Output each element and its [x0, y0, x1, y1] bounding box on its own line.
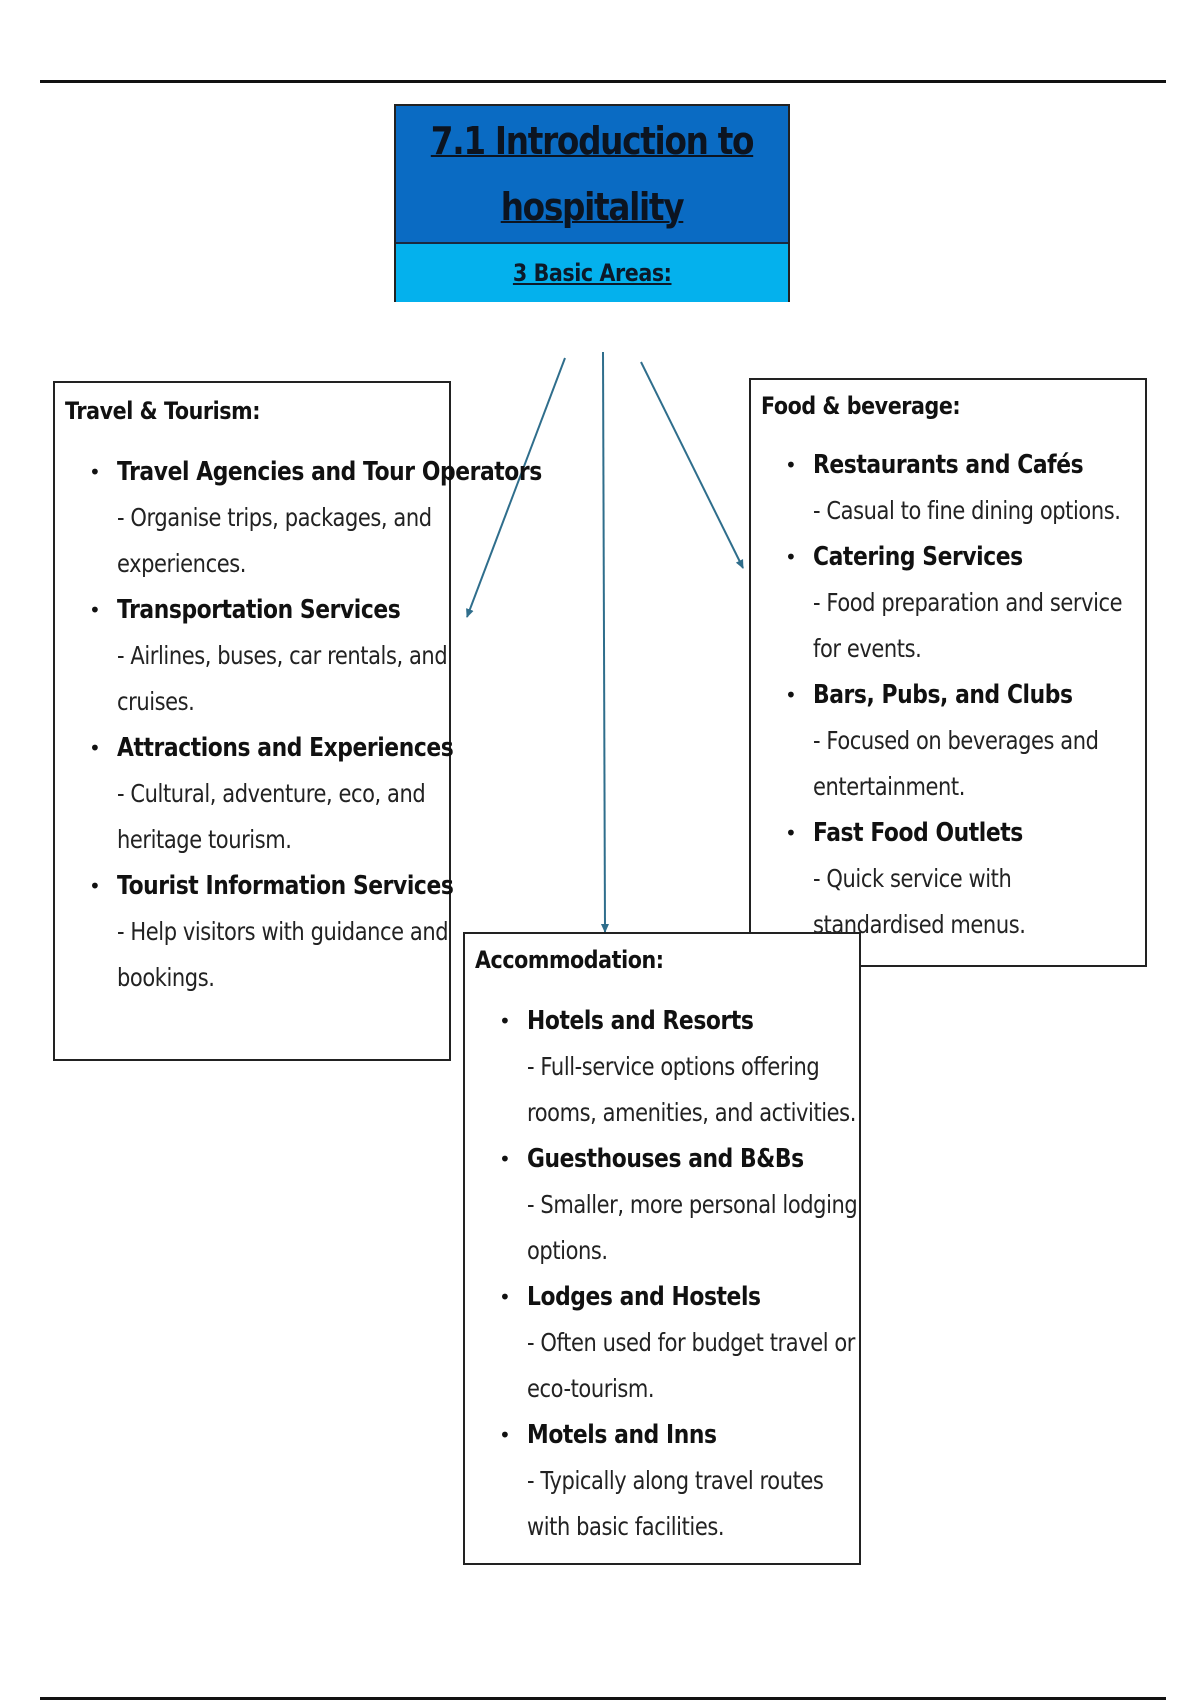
travel-list: • Travel Agencies and Tour Operators - Org…	[65, 449, 542, 1001]
item-desc: - Focused on beverages and entertainment…	[813, 726, 1099, 801]
travel-tourism-box: Travel & Tourism: • Travel Agencies and T…	[53, 381, 542, 1061]
list-item: • Fast Food Outlets - Quick service with s…	[761, 810, 1145, 948]
list-item: • Attractions and Experiences - Cultural, …	[65, 725, 454, 863]
list-item: • Bars, Pubs, and Clubs - Focused on bever…	[761, 672, 1145, 810]
bullet-icon: •	[499, 1285, 511, 1309]
accommodation-box: Accommodation: • Hotels and Resorts - Full…	[463, 932, 861, 1565]
item-title: Fast Food Outlets	[813, 818, 1023, 848]
bullet-icon: •	[499, 1423, 511, 1447]
item-desc: - Organise trips, packages, and experien…	[117, 503, 432, 578]
list-item: • Hotels and Resorts - Full-service option…	[475, 998, 859, 1136]
bullet-icon: •	[89, 460, 101, 484]
item-title: Restaurants and Cafés	[813, 450, 1084, 480]
list-item: • Guesthouses and B&Bs - Smaller, more per…	[475, 1136, 859, 1274]
item-title: Guesthouses and B&Bs	[527, 1144, 804, 1174]
arrow-to-food	[640, 361, 744, 569]
item-desc: - Airlines, buses, car rentals, and crui…	[117, 641, 448, 716]
item-desc: - Cultural, adventure, eco, and heritage…	[117, 779, 426, 854]
item-desc: - Quick service with standardised menus.	[813, 864, 1026, 939]
accommodation-heading: Accommodation:	[475, 946, 664, 974]
item-title: Hotels and Resorts	[527, 1006, 754, 1036]
item-title: Transportation Services	[117, 595, 401, 625]
top-rule	[40, 80, 1166, 83]
bullet-icon: •	[89, 598, 101, 622]
list-item: • Transportation Services - Airlines, buse…	[65, 587, 449, 725]
item-desc: - Typically along travel routes with bas…	[527, 1466, 824, 1541]
bullet-icon: •	[499, 1147, 511, 1171]
page-title: 7.1 Introduction to hospitality	[430, 119, 755, 229]
food-beverage-box: Food & beverage: • Restaurants and Cafés -…	[749, 378, 1147, 967]
bullet-icon: •	[785, 821, 797, 845]
item-title: Bars, Pubs, and Clubs	[813, 680, 1073, 710]
list-item: • Motels and Inns - Typically along travel…	[475, 1412, 859, 1550]
bullet-icon: •	[785, 683, 797, 707]
list-item: • Lodges and Hostels - Often used for budg…	[475, 1274, 859, 1412]
item-title: Motels and Inns	[527, 1420, 717, 1450]
item-title: Tourist Information Services	[117, 871, 454, 901]
travel-heading: Travel & Tourism:	[65, 397, 261, 425]
item-title: Lodges and Hostels	[527, 1282, 761, 1312]
item-desc: - Full-service options offering rooms, a…	[527, 1052, 856, 1127]
subtitle-banner: 3 Basic Areas:	[396, 244, 788, 302]
item-desc: - Food preparation and service for event…	[813, 588, 1123, 663]
arrow-to-travel	[466, 357, 566, 618]
bullet-icon: •	[785, 453, 797, 477]
bullet-icon: •	[89, 874, 101, 898]
item-desc: - Help visitors with guidance and bookin…	[117, 917, 449, 992]
food-heading: Food & beverage:	[761, 392, 961, 420]
accommodation-list: • Hotels and Resorts - Full-service option…	[475, 998, 859, 1550]
arrow-to-accommodation	[600, 351, 609, 933]
bullet-icon: •	[785, 545, 797, 569]
item-desc: - Often used for budget travel or eco-to…	[527, 1328, 856, 1403]
item-title: Attractions and Experiences	[117, 733, 454, 763]
item-title: Travel Agencies and Tour Operators	[117, 457, 542, 487]
item-desc: - Smaller, more personal lodging options…	[527, 1190, 858, 1265]
page-subtitle: 3 Basic Areas:	[512, 259, 672, 287]
bullet-icon: •	[89, 736, 101, 760]
food-list: • Restaurants and Cafés - Casual to fine d…	[761, 442, 1145, 948]
item-title: Catering Services	[813, 542, 1023, 572]
list-item: • Restaurants and Cafés - Casual to fine d…	[761, 442, 1145, 534]
title-banner: 7.1 Introduction to hospitality	[396, 106, 788, 244]
list-item: • Travel Agencies and Tour Operators - Org…	[65, 449, 542, 587]
list-item: • Tourist Information Services - Help visi…	[65, 863, 454, 1001]
title-box: 7.1 Introduction to hospitality 3 Basic …	[394, 104, 790, 302]
bottom-rule	[40, 1697, 1166, 1700]
bullet-icon: •	[499, 1009, 511, 1033]
list-item: • Catering Services - Food preparation and…	[761, 534, 1145, 672]
item-desc: - Casual to fine dining options.	[813, 496, 1121, 525]
